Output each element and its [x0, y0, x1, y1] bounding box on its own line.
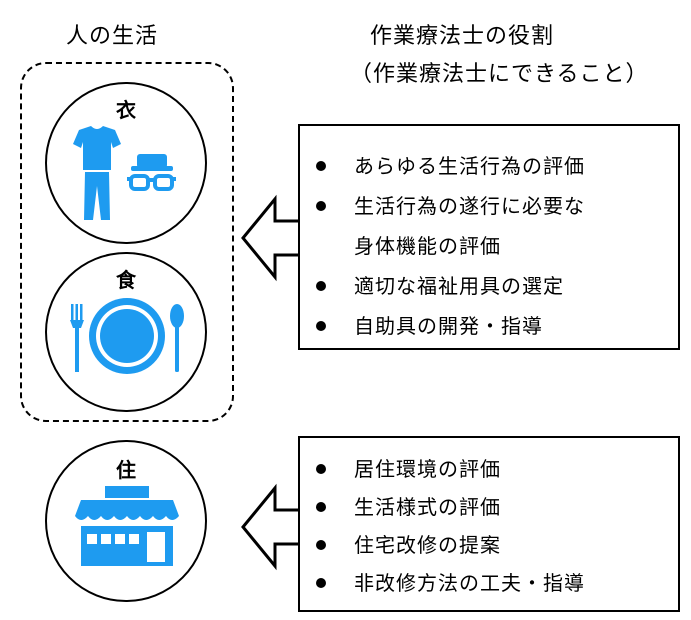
- list-item: 自助具の開発・指導: [300, 306, 678, 346]
- clothing-label: 衣: [116, 98, 136, 122]
- shop-building-icon: [75, 486, 179, 566]
- housing-label: 住: [116, 458, 136, 482]
- list-item: 生活様式の評価: [300, 488, 678, 526]
- list-item: 生活行為の遂行に必要な: [300, 186, 678, 226]
- clothing-food-group: [20, 62, 234, 422]
- food-icon-group: [70, 298, 184, 374]
- food-label: 食: [116, 268, 136, 292]
- clothing-icon-group: [73, 126, 176, 220]
- bullet-icon: [316, 281, 326, 291]
- food-circle: 食: [45, 252, 207, 412]
- list-item-continuation: 身体機能の評価: [354, 234, 501, 258]
- hat-icon: [131, 154, 173, 171]
- pants-icon: [84, 172, 110, 220]
- arrow-bottom-icon: [241, 483, 303, 571]
- list-item: 非改修方法の工夫・指導: [300, 564, 678, 602]
- clothing-circle: 衣: [45, 82, 207, 244]
- spoon-icon: [170, 304, 184, 372]
- left-heading: 人の生活: [66, 24, 159, 49]
- list-item: 住宅改修の提案: [300, 526, 678, 564]
- bullet-icon: [316, 540, 326, 550]
- glasses-icon: [127, 174, 176, 191]
- housing-circle: 住: [45, 440, 207, 602]
- bullet-icon: [316, 502, 326, 512]
- right-heading-line1: 作業療法士の役割: [370, 24, 555, 49]
- list-item: あらゆる生活行為の評価: [300, 146, 678, 186]
- bullet-icon: [316, 321, 326, 331]
- arrow-top-icon: [241, 194, 303, 282]
- bullet-icon: [316, 161, 326, 171]
- tshirt-icon: [73, 126, 121, 170]
- bullet-icon: [316, 578, 326, 588]
- list-item: 居住環境の評価: [300, 450, 678, 488]
- fork-icon: [70, 304, 84, 372]
- roles-box-top: あらゆる生活行為の評価 生活行為の遂行に必要な 身体機能の評価 適切な福祉用具の…: [298, 124, 680, 350]
- bullet-icon: [316, 201, 326, 211]
- list-item: 適切な福祉用具の選定: [300, 266, 678, 306]
- bullet-icon: [316, 464, 326, 474]
- roles-box-bottom: 居住環境の評価 生活様式の評価 住宅改修の提案 非改修方法の工夫・指導: [298, 436, 680, 612]
- plate-icon: [89, 298, 165, 374]
- right-heading-line2: （作業療法士にできること）: [350, 62, 649, 87]
